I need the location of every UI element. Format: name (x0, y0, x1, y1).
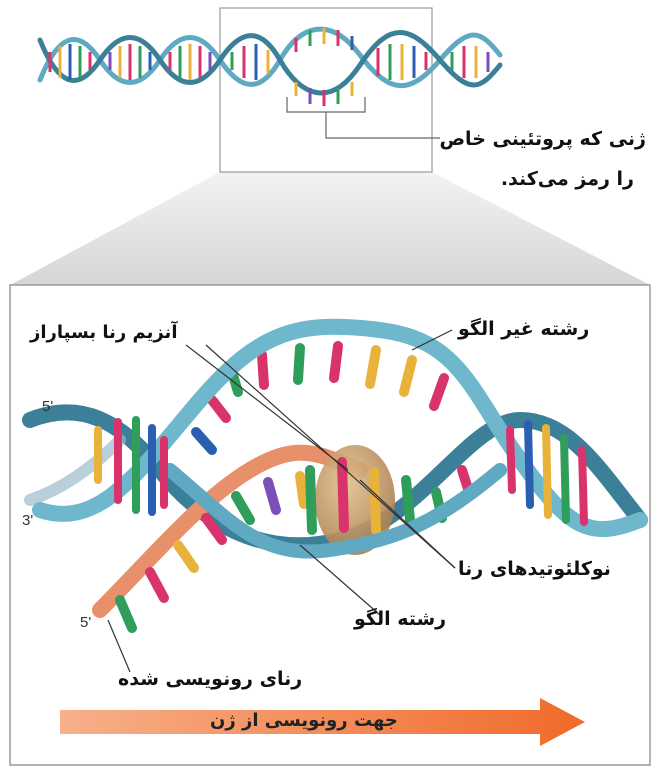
end-label-5-top: 5' (42, 398, 53, 415)
polymerase-label: آنزیم رنا بسپاراز (30, 322, 178, 343)
gene-label-line2: را رمز می‌کند. (501, 168, 634, 190)
template-label: رشته الگو (354, 608, 446, 630)
transcript-label: رنای رونویسی شده (118, 668, 302, 690)
non-template-label: رشته غیر الگو (458, 318, 589, 340)
end-label-5-bottom: 5' (80, 614, 91, 631)
nucleotides-label: نوکلئوتیدهای رنا (458, 558, 611, 580)
direction-label: جهت رونویسی از ژن (210, 710, 398, 731)
gene-leader (326, 112, 440, 138)
gene-bracket (287, 97, 365, 112)
end-label-3: 3' (22, 512, 33, 529)
gene-label-line1: ژنی که پروتئینی خاص (440, 128, 647, 150)
